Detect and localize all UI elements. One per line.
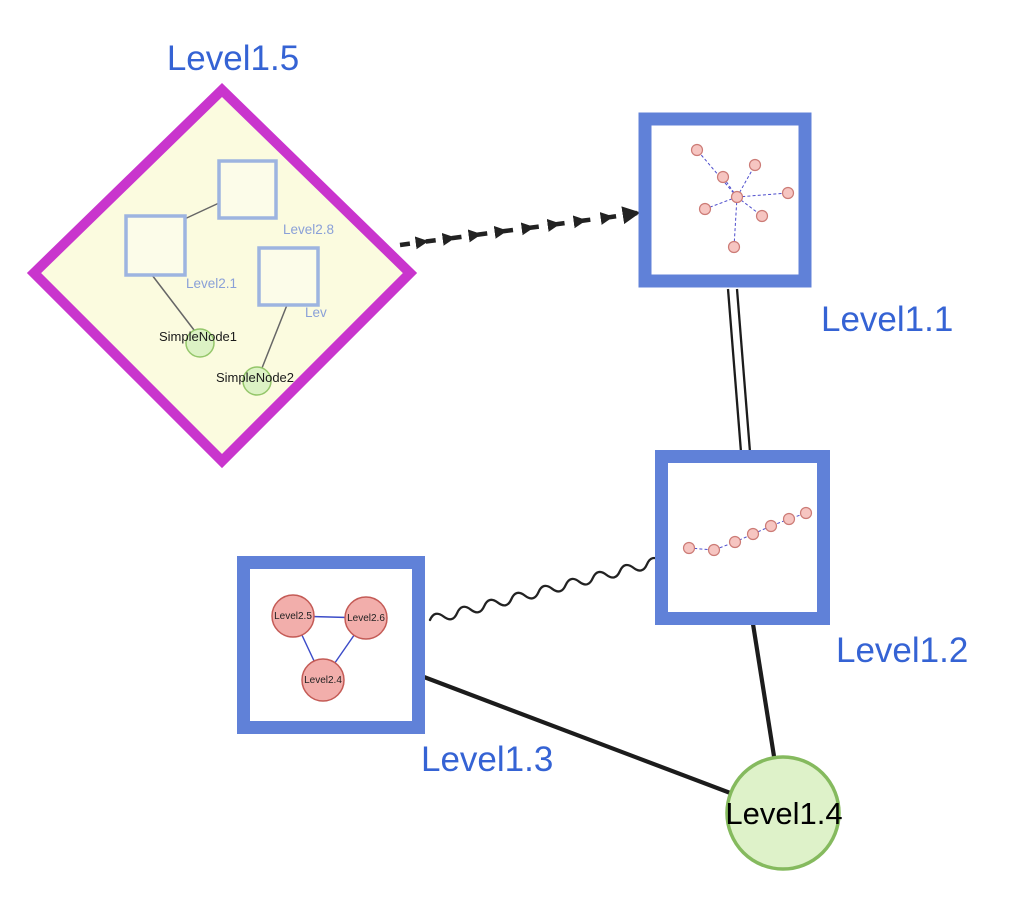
mini-node[interactable] xyxy=(782,512,796,526)
edge-level13-level14[interactable] xyxy=(423,675,784,815)
node-level1-2[interactable] xyxy=(655,450,830,625)
level1-3-subgraph: Level2.5 Level2.6 Level2.4 xyxy=(271,594,388,702)
node-level2-5[interactable] xyxy=(271,594,315,638)
mini-node[interactable] xyxy=(755,209,769,223)
mini-edge[interactable] xyxy=(736,164,756,198)
mini-node[interactable] xyxy=(781,186,795,200)
group-level1-2 xyxy=(655,450,830,625)
group-level1-3: Level2.5 Level2.6 Level2.4 xyxy=(237,556,425,734)
label-level1-4: Level1.4 xyxy=(725,796,842,831)
node-lev[interactable] xyxy=(257,246,320,307)
label-level2-4: Level2.4 xyxy=(304,675,342,686)
label-simplenode1: SimpleNode1 xyxy=(159,329,237,344)
mini-node[interactable] xyxy=(698,202,712,216)
mini-node[interactable] xyxy=(799,506,813,520)
edge-level13-level12-wavy[interactable] xyxy=(428,556,662,624)
level1-1-subgraph xyxy=(690,143,795,254)
mini-node[interactable] xyxy=(707,543,721,557)
label-simplenode2: SimpleNode2 xyxy=(216,370,294,385)
mini-edge[interactable] xyxy=(722,176,738,198)
mini-node[interactable] xyxy=(730,190,744,204)
group-level1-5: Level2.8 Level2.1 Lev SimpleNode1 Simple… xyxy=(26,83,418,469)
edge-lev-simplenode2[interactable] xyxy=(261,304,288,369)
mini-edge[interactable] xyxy=(733,196,738,248)
node-level1-1[interactable] xyxy=(638,112,812,288)
mini-node[interactable] xyxy=(728,535,742,549)
label-level1-3: Level1.3 xyxy=(421,740,553,779)
node-level1-4[interactable] xyxy=(725,755,841,871)
label-level2-8: Level2.8 xyxy=(283,222,334,237)
node-level2-4[interactable] xyxy=(301,658,345,702)
label-level1-5: Level1.5 xyxy=(167,39,299,78)
node-level2-8[interactable] xyxy=(217,159,278,220)
label-level2-5: Level2.5 xyxy=(274,611,312,622)
mini-node[interactable] xyxy=(746,527,760,541)
edge-level11-level12-line2[interactable] xyxy=(735,288,752,453)
node-level2-6[interactable] xyxy=(344,596,388,640)
mini-edge[interactable] xyxy=(736,192,789,198)
edge-level15-level11[interactable] xyxy=(399,206,641,250)
mini-node[interactable] xyxy=(727,240,741,254)
labels-layer: Level1.5 Level1.1 Level1.2 Level1.3 xyxy=(167,39,968,779)
label-level1-2: Level1.2 xyxy=(836,631,968,670)
edge-level21-simplenode1[interactable] xyxy=(151,274,195,331)
mini-node[interactable] xyxy=(682,541,696,555)
node-simplenode2[interactable] xyxy=(242,366,272,396)
node-level1-5[interactable] xyxy=(26,83,418,469)
group-level1-1 xyxy=(638,112,812,288)
node-simplenode1[interactable] xyxy=(185,328,215,358)
level1-2-subgraph xyxy=(682,506,813,557)
label-level2-6: Level2.6 xyxy=(347,613,385,624)
mini-node[interactable] xyxy=(764,519,778,533)
node-level1-3[interactable] xyxy=(237,556,425,734)
edge-level11-level12-line1[interactable] xyxy=(726,288,743,453)
mini-node[interactable] xyxy=(690,143,704,157)
mini-node[interactable] xyxy=(716,170,730,184)
group-level1-4: Level1.4 xyxy=(725,755,843,871)
node-level2-1[interactable] xyxy=(124,214,187,277)
label-level2-1: Level2.1 xyxy=(186,276,237,291)
label-lev: Lev xyxy=(305,305,327,320)
mini-node[interactable] xyxy=(748,158,762,172)
label-level1-1: Level1.1 xyxy=(821,300,953,339)
